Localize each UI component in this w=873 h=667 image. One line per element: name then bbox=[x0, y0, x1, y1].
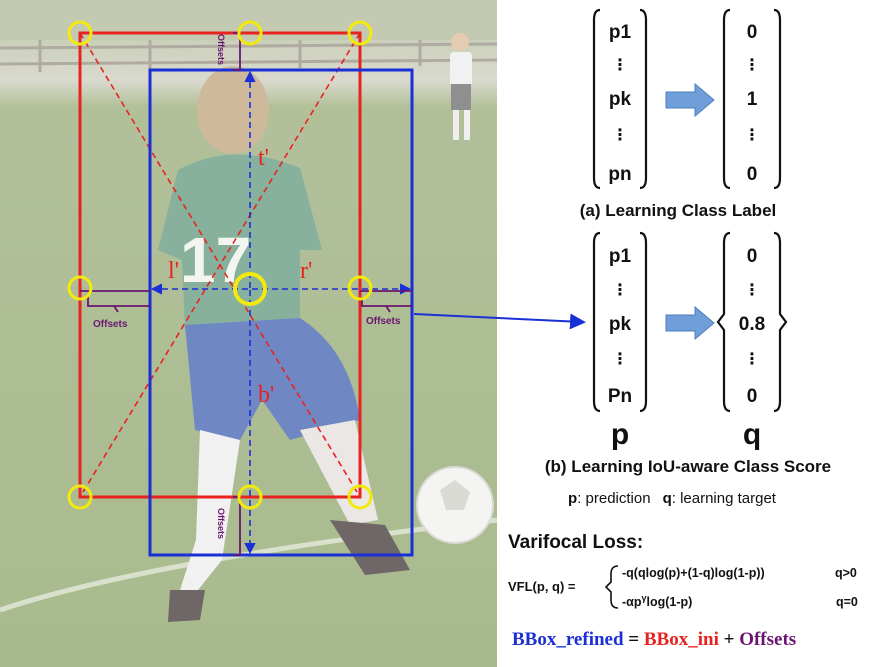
target-entry-dots: ⋮ bbox=[744, 57, 760, 74]
target-entry: 0 bbox=[747, 164, 758, 185]
loss-lhs: VFL(p, q) = bbox=[508, 579, 576, 594]
photo-region: 17 bbox=[0, 0, 582, 667]
loss-case1-cond: q>0 bbox=[835, 566, 857, 580]
legend-q-key: q bbox=[663, 490, 672, 507]
equation-plus: + bbox=[719, 629, 739, 650]
varifocal-loss: Varifocal Loss: VFL(p, q) = -q(qlog(p)+(… bbox=[508, 532, 858, 609]
panel-b-pred-vector: p1 ⋮ pk ⋮ Pn bbox=[608, 246, 632, 407]
label-b: b' bbox=[258, 382, 274, 408]
target-symbol: q bbox=[743, 418, 761, 451]
pred-entry-dots: ⋮ bbox=[612, 282, 628, 299]
loss-case2-prefix: -αp bbox=[622, 595, 642, 609]
target-entry: 0 bbox=[747, 22, 758, 43]
pred-entry: pn bbox=[608, 164, 631, 185]
target-entry-dots: ⋮ bbox=[744, 351, 760, 368]
equation-ini: BBox_ini bbox=[644, 629, 719, 650]
legend-p-key: p bbox=[568, 490, 577, 507]
target-entry: 0.8 bbox=[739, 314, 765, 335]
target-entry: 0 bbox=[747, 246, 758, 267]
panel-a-caption: (a) Learning Class Label bbox=[580, 201, 777, 220]
legend-p-text: : prediction bbox=[577, 490, 650, 507]
pred-entry-dots: ⋮ bbox=[612, 351, 628, 368]
label-r: r' bbox=[300, 258, 312, 284]
target-entry-dots: ⋮ bbox=[744, 282, 760, 299]
panel-b-target-vector: 0 ⋮ 0.8 ⋮ 0 bbox=[739, 246, 765, 407]
panel-b: p1 ⋮ pk ⋮ Pn 0 ⋮ 0.8 ⋮ 0 p q (b) Learnin… bbox=[545, 233, 831, 507]
panel-b-caption: (b) Learning IoU-aware Class Score bbox=[545, 457, 831, 476]
pred-entry: p1 bbox=[609, 246, 632, 267]
legend-q-text: : learning target bbox=[672, 490, 777, 507]
equation-equals: = bbox=[624, 629, 644, 650]
pred-entry: pk bbox=[609, 89, 632, 110]
loss-case2-cond: q=0 bbox=[836, 595, 858, 609]
bbox-equation: BBox_refined = BBox_ini + Offsets bbox=[512, 629, 796, 650]
target-entry: 1 bbox=[747, 89, 758, 110]
target-entry: 0 bbox=[747, 386, 758, 407]
pred-entry: p1 bbox=[609, 22, 632, 43]
offsets-label-right: Offsets bbox=[366, 316, 401, 327]
offsets-label-left: Offsets bbox=[93, 319, 128, 330]
panel-a: p1 ⋮ pk ⋮ pn 0 ⋮ 1 ⋮ 0 (a) Learning Clas… bbox=[580, 10, 780, 220]
equation-refined: BBox_refined bbox=[512, 629, 624, 650]
loss-case1: -q(qlog(p)+(1-q)log(1-p)) bbox=[622, 566, 765, 580]
offsets-label-top: Offsets bbox=[216, 34, 226, 65]
target-entry-dots: ⋮ bbox=[744, 127, 760, 144]
loss-case-brace bbox=[606, 566, 618, 608]
label-l: l' bbox=[168, 258, 179, 284]
pred-entry: Pn bbox=[608, 386, 632, 407]
symbol-legend: p: prediction q: learning target bbox=[568, 490, 777, 507]
loss-case2-suffix: log(1-p) bbox=[647, 595, 693, 609]
panel-b-arrow-icon bbox=[666, 307, 714, 339]
pred-symbol: p bbox=[611, 418, 629, 451]
pred-entry: pk bbox=[609, 314, 632, 335]
pred-entry-dots: ⋮ bbox=[612, 127, 628, 144]
panel-a-target-vector: 0 ⋮ 1 ⋮ 0 bbox=[744, 22, 760, 185]
photo-fade-overlay bbox=[0, 0, 497, 667]
loss-case2: -αpγlog(1-p) bbox=[622, 593, 692, 609]
panel-a-arrow-icon bbox=[666, 84, 714, 116]
loss-title: Varifocal Loss: bbox=[508, 532, 643, 553]
offsets-label-bottom: Offsets bbox=[216, 508, 226, 539]
pred-entry-dots: ⋮ bbox=[612, 57, 628, 74]
equation-offsets: Offsets bbox=[739, 629, 796, 650]
panel-a-pred-vector: p1 ⋮ pk ⋮ pn bbox=[608, 22, 631, 185]
label-t: t' bbox=[258, 145, 269, 171]
